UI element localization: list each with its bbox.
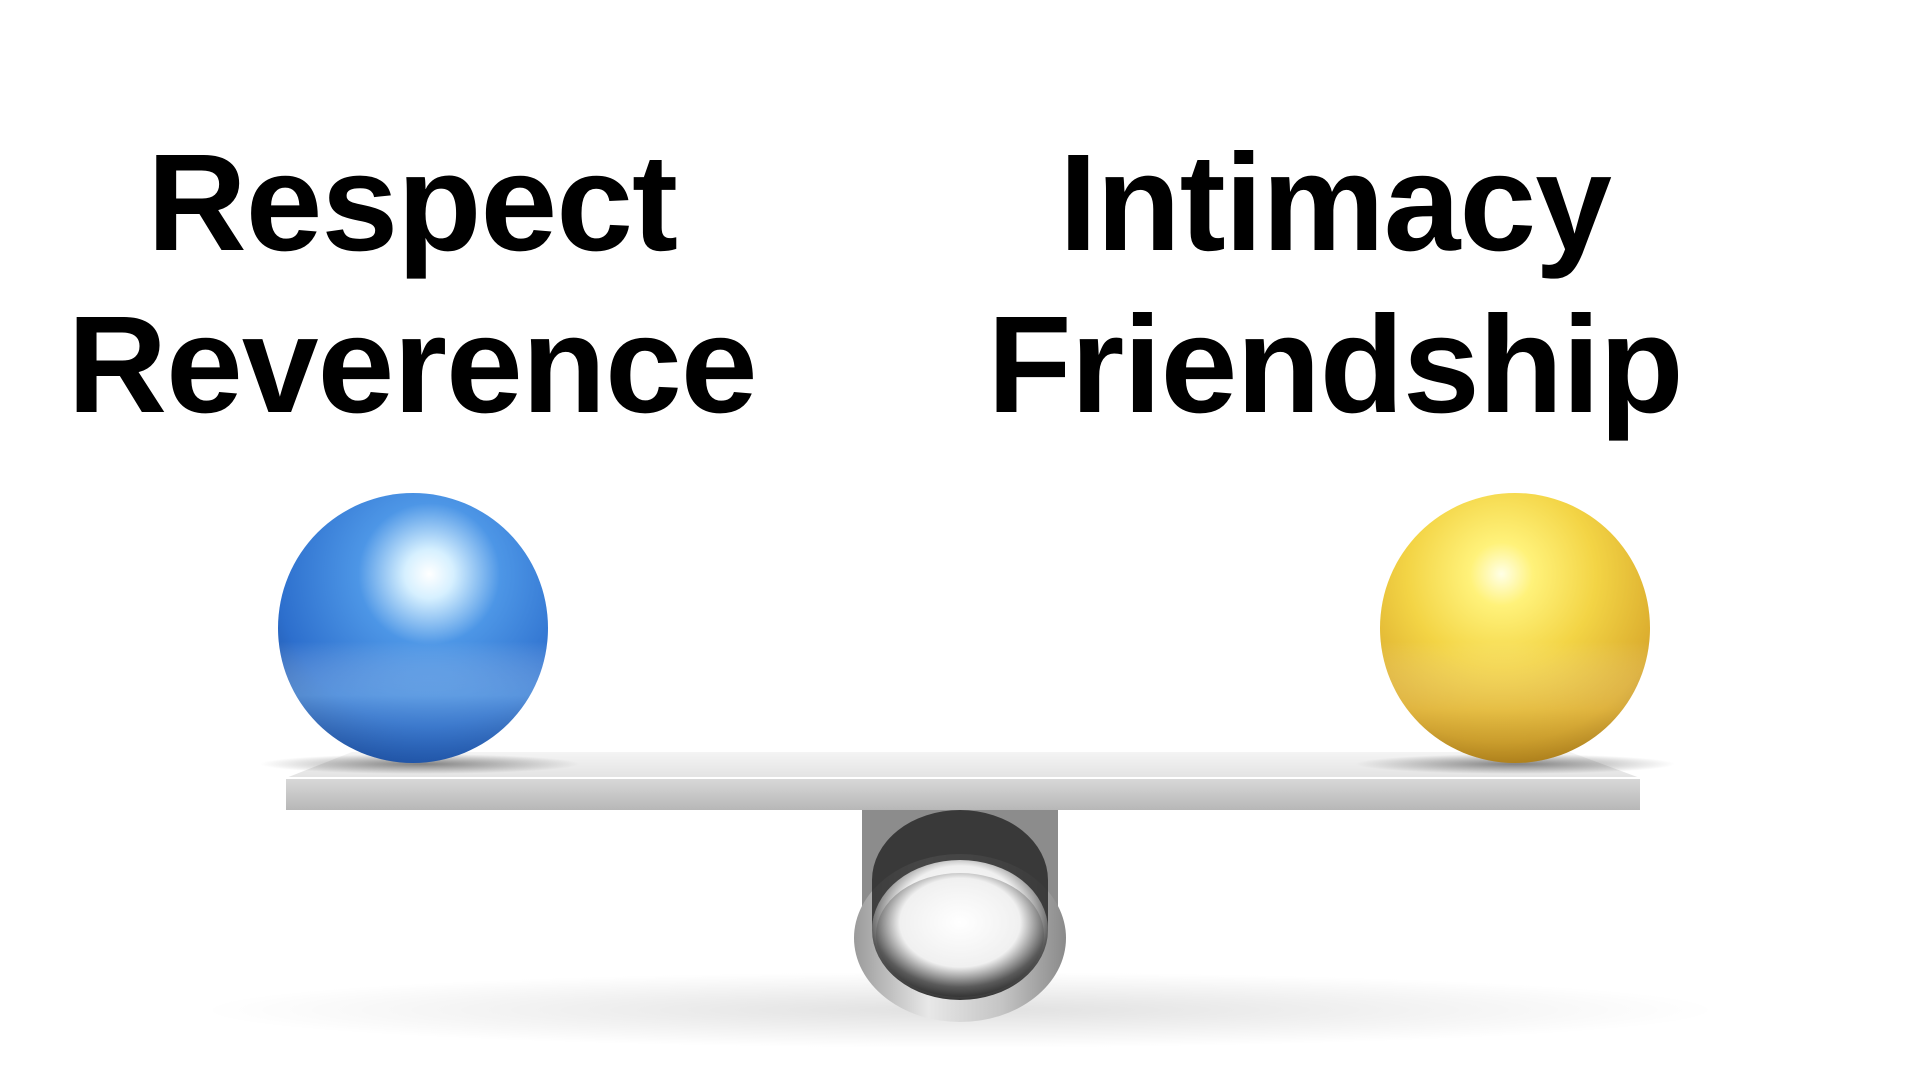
gold-ball-shadow	[1355, 754, 1675, 774]
right-label-friendship: Friendship	[987, 288, 1683, 442]
fulcrum-tube	[854, 808, 1066, 1022]
left-label-respect: Respect	[147, 126, 678, 280]
left-label-group: Respect Reverence	[32, 122, 792, 446]
left-label-reverence: Reverence	[67, 288, 757, 442]
right-label-group: Intimacy Friendship	[955, 122, 1715, 446]
gold-sphere-icon	[1380, 493, 1650, 763]
right-label-intimacy: Intimacy	[1059, 126, 1612, 280]
blue-ball-shadow	[260, 754, 580, 774]
blue-sphere-icon	[278, 493, 548, 763]
seesaw-plank	[286, 752, 1640, 810]
